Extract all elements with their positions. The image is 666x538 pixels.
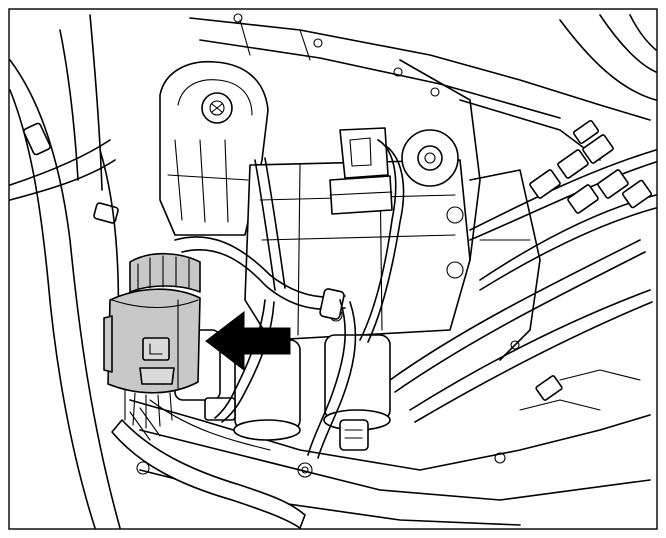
wiring-harness [111, 157, 357, 529]
highlighted-connector [103, 252, 201, 429]
right-pipe-bundle [389, 14, 657, 423]
mounting-bracket [159, 60, 269, 236]
arrow-left-icon [205, 310, 291, 372]
background-engine-structure [129, 13, 651, 526]
pressure-sensor [329, 127, 405, 343]
left-tube-bundle [9, 14, 121, 529]
